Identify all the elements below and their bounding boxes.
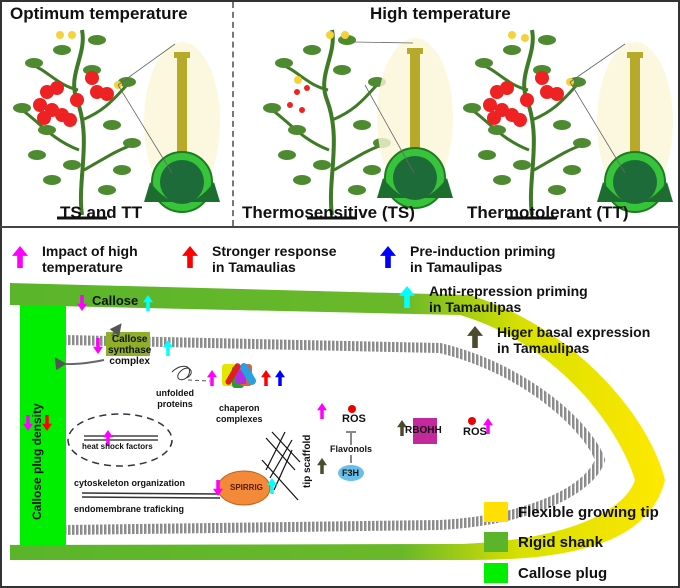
tomato-fruit bbox=[294, 89, 300, 95]
arrow-down-icon bbox=[213, 480, 223, 496]
heading-optimum: Optimum temperature bbox=[10, 4, 188, 23]
tomato-fruit bbox=[85, 71, 99, 85]
legend-flexible-tip: Flexible growing tip bbox=[518, 504, 659, 521]
label-spirrig: SPIRRIG bbox=[230, 483, 263, 492]
tomato-fruit bbox=[33, 98, 47, 112]
arrow-up-icon bbox=[275, 370, 285, 386]
legend-rigid-shank: Rigid shank bbox=[518, 534, 604, 551]
chaperon-complex bbox=[222, 363, 256, 388]
label-f3h: F3H bbox=[342, 468, 360, 478]
plasma-membrane bbox=[65, 335, 606, 535]
legend-callose-plug: Callose plug bbox=[518, 565, 608, 582]
arrow-up-icon bbox=[380, 246, 396, 268]
label-callose-plug-density: Callose plug density bbox=[30, 403, 44, 520]
arrow-up-icon bbox=[163, 340, 173, 356]
tomato-fruit bbox=[520, 93, 534, 107]
arrow-up-icon bbox=[143, 295, 153, 311]
arrow-up-icon bbox=[182, 246, 198, 268]
arrow-up-icon bbox=[483, 418, 493, 434]
label-cytoskeleton: cytoskeleton organization bbox=[74, 478, 186, 488]
arrow-up-icon bbox=[397, 420, 407, 436]
tomato-fruit bbox=[513, 113, 527, 127]
arrow-down-icon bbox=[42, 415, 52, 431]
label-flavonols: Flavonols bbox=[330, 444, 373, 454]
rbohh-shape bbox=[413, 418, 437, 444]
tomato-fruit bbox=[304, 85, 310, 91]
arrow-up-icon bbox=[317, 458, 327, 474]
plants-illustration bbox=[0, 0, 674, 226]
cell-wall bbox=[10, 283, 665, 560]
tomato-fruit bbox=[70, 93, 84, 107]
label-heat-shock-factors: heat shock factors bbox=[82, 442, 153, 451]
panel-divider bbox=[232, 2, 234, 226]
tomato-fruit bbox=[37, 111, 51, 125]
tomato-fruit bbox=[550, 87, 564, 101]
arrow-up-icon bbox=[207, 370, 217, 386]
caption-ts-tt: TS and TT bbox=[60, 203, 143, 222]
label-tip-scaffold: tip scaffold bbox=[302, 434, 313, 488]
tomato-fruit bbox=[100, 87, 114, 101]
arrow-up-icon bbox=[267, 478, 277, 494]
arrow-down-icon bbox=[77, 295, 87, 311]
tomato-fruit bbox=[500, 81, 514, 95]
arrow-up-icon bbox=[12, 246, 28, 268]
label-ros-outer: ROS bbox=[463, 426, 487, 438]
tomato-fruit bbox=[287, 102, 293, 108]
tomato-fruit bbox=[483, 98, 497, 112]
label-rbohh: RBOHH bbox=[405, 425, 442, 436]
label-callose: Callose bbox=[92, 293, 139, 308]
arrow-down-icon bbox=[93, 338, 103, 354]
caption-thermosensitive: Thermosensitive (TS) bbox=[242, 203, 415, 222]
label-endomembrane: endomembrane traficking bbox=[74, 504, 185, 514]
tomato-fruit bbox=[63, 113, 77, 127]
caption-thermotolerant: Thermotolerant (TT) bbox=[467, 203, 629, 222]
section-divider bbox=[0, 226, 680, 228]
arrow-up-icon bbox=[103, 430, 113, 446]
arrow-up-icon bbox=[317, 403, 327, 419]
arrow-down-icon bbox=[23, 415, 33, 431]
tomato-fruit bbox=[487, 111, 501, 125]
tomato-fruit bbox=[535, 71, 549, 85]
tomato-fruit bbox=[299, 107, 305, 113]
heading-high: High temperature bbox=[370, 4, 511, 23]
label-ros-inner: ROS bbox=[342, 413, 366, 425]
arrow-up-icon bbox=[467, 326, 483, 348]
arrow-up-icon bbox=[399, 286, 415, 308]
arrow-up-icon bbox=[261, 370, 271, 386]
tomato-fruit bbox=[50, 81, 64, 95]
